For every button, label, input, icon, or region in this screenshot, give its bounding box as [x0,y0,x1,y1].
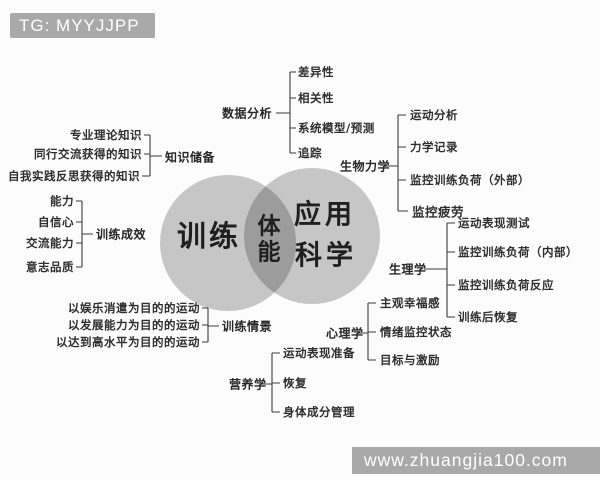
watermark-website: www.zhuangjia100.com [352,447,600,474]
branch-item: 运动表现测试 [458,216,530,230]
branch-item: 监控训练负荷（内部） [458,245,578,259]
branch-item: 自信心 [38,215,74,229]
branch-item: 运动表现准备 [283,346,355,360]
branch-label-physiology: 生理学 [389,262,427,277]
branch-item: 能力 [50,194,74,208]
branch-item: 相关性 [298,91,334,105]
branch-item: 目标与激励 [380,353,440,367]
training-circle [160,175,296,311]
branch-item: 专业理论知识 [70,128,142,142]
branch-item: 同行交流获得的知识 [34,147,142,161]
branch-label-psychology: 心理学 [326,326,364,341]
venn-left-circle-label: 训练 [176,219,242,253]
branch-item: 身体成分管理 [283,405,355,419]
branch-item: 恢复 [283,376,307,390]
branch-item: 交流能力 [26,236,74,250]
branch-item: 运动分析 [410,108,458,122]
branch-label-knowledge-reserve: 知识储备 [165,150,216,165]
branch-item: 监控训练负荷反应 [458,278,554,292]
branch-item: 力学记录 [410,140,458,154]
branch-item: 情绪监控状态 [380,325,452,339]
branch-label-nutrition: 营养学 [229,377,267,392]
branch-item: 自我实践反思获得的知识 [8,169,140,183]
branch-item: 追踪 [298,146,322,160]
branch-item: 以达到高水平为目的的运动 [56,335,200,349]
branch-item: 监控训练负荷（外部） [410,173,530,187]
branch-label-training-effect: 训练成效 [96,227,147,242]
applied-science-circle [244,168,380,304]
branch-item: 监控疲劳 [412,204,465,220]
connector-training-context [202,307,219,343]
branch-label-training-context: 训练情景 [222,319,273,334]
branch-item: 以娱乐消遣为目的的运动 [68,301,200,315]
branch-item: 以发展能力为目的的运动 [68,318,200,332]
connector-knowledge-reserve [142,134,162,177]
branch-label-biomechanics: 生物力学 [340,159,391,174]
connector-physiology [424,222,455,318]
connector-nutrition [262,352,280,413]
branch-item: 主观幸福感 [380,296,440,310]
venn-overlap-label: 体能 [257,212,281,265]
branch-item: 差异性 [298,65,334,79]
branch-item: 意志品质 [26,260,74,274]
connector-training-effect [76,200,93,268]
connector-biomechanics [384,114,408,212]
watermark-telegram: TG: MYYJJPP [10,13,155,38]
venn-right-circle-label-line1: 应用 [294,199,356,231]
branch-label-data-analysis: 数据分析 [221,106,272,121]
branch-item: 训练后恢复 [458,310,518,324]
branch-item: 系统模型/预测 [298,121,375,135]
connector-data-analysis [276,71,296,154]
venn-right-circle-label-line2: 科学 [295,240,357,272]
connector-psychology [358,302,376,361]
